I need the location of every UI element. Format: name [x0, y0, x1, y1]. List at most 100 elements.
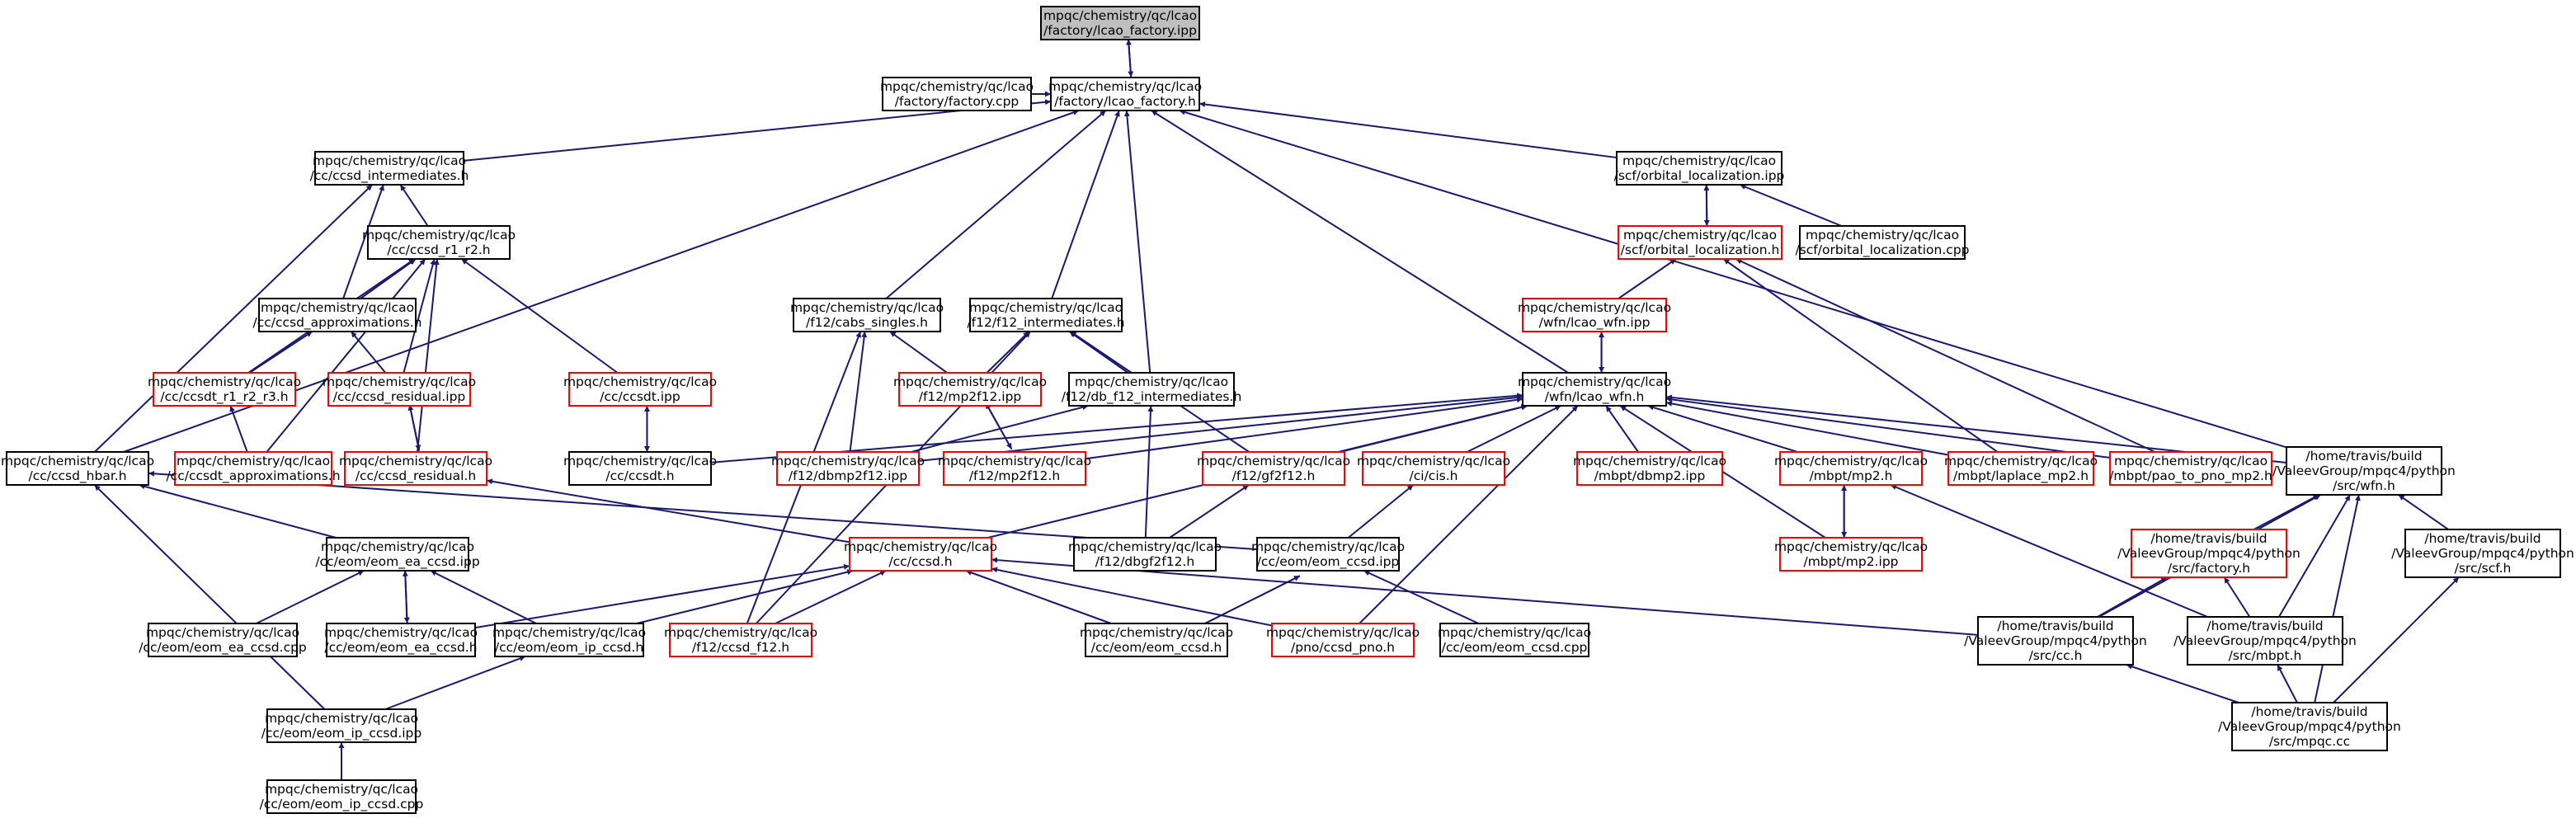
node-label-line: mpqc/chemistry/qc/lcao — [324, 625, 478, 640]
node-ccsd-pno-h[interactable]: mpqc/chemistry/qc/lcao/pno/ccsd_pno.h — [1266, 623, 1420, 657]
node-ccsdt-approximations-h[interactable]: mpqc/chemistry/qc/lcao/cc/ccsdt_approxim… — [166, 451, 341, 486]
node-label-line: mpqc/chemistry/qc/lcao — [880, 79, 1034, 94]
node-label-line: mpqc/chemistry/qc/lcao — [1, 454, 154, 468]
node-label-line: mpqc/chemistry/qc/lcao — [1623, 228, 1777, 242]
node-box — [1085, 623, 1228, 657]
edge-mp2_h-to-lcao_wfn_h — [1647, 404, 1798, 453]
node-label-line: mpqc/chemistry/qc/lcao — [265, 782, 418, 797]
node-eom-ea-ccsd-ipp[interactable]: mpqc/chemistry/qc/lcao/cc/eom/eom_ea_ccs… — [315, 537, 480, 572]
node-label-line: mpqc/chemistry/qc/lcao — [148, 374, 301, 389]
node-label-line: mpqc/chemistry/qc/lcao — [1266, 625, 1420, 640]
node-box — [1977, 616, 2134, 666]
node-label-line: /cc/ccsdt_r1_r2_r3.h — [160, 389, 288, 405]
node-py-wfn-h[interactable]: /home/travis/build/ValeevGroup/mpqc4/pyt… — [2272, 446, 2456, 496]
node-box — [2404, 529, 2561, 578]
node-dbmp2-ipp[interactable]: mpqc/chemistry/qc/lcao/mbpt/dbmp2.ipp — [1573, 451, 1726, 486]
node-label-line: mpqc/chemistry/qc/lcao — [321, 539, 474, 554]
node-mp2f12-ipp[interactable]: mpqc/chemistry/qc/lcao/f12/mp2f12.ipp — [893, 372, 1047, 407]
node-eom-ip-ccsd-cpp[interactable]: mpqc/chemistry/qc/lcao/cc/eom/eom_ip_ccs… — [260, 779, 424, 814]
node-eom-ip-ccsd-ipp[interactable]: mpqc/chemistry/qc/lcao/cc/eom/eom_ip_ccs… — [261, 708, 421, 743]
edge-ccsd_intermediates_h-to-lcao_factory_h — [463, 99, 1052, 162]
node-eom-ea-ccsd-cpp[interactable]: mpqc/chemistry/qc/lcao/cc/eom/eom_ea_ccs… — [139, 623, 307, 657]
node-py-factory-h[interactable]: /home/travis/build/ValeevGroup/mpqc4/pyt… — [2117, 529, 2301, 578]
node-py-scf-h[interactable]: /home/travis/build/ValeevGroup/mpqc4/pyt… — [2391, 529, 2574, 578]
node-ccsd-approximations-h[interactable]: mpqc/chemistry/qc/lcao/cc/ccsd_approxima… — [252, 298, 422, 332]
node-ccsdt-r1-r2-r3-h[interactable]: mpqc/chemistry/qc/lcao/cc/ccsdt_r1_r2_r3… — [148, 372, 301, 407]
node-eom-ip-ccsd-h[interactable]: mpqc/chemistry/qc/lcao/cc/eom/eom_ip_ccs… — [492, 623, 646, 657]
node-label-line: /ValeevGroup/mpqc4/python — [2117, 546, 2301, 561]
node-dbgf2f12-h[interactable]: mpqc/chemistry/qc/lcao/f12/dbgf2f12.h — [1068, 537, 1222, 572]
node-ccsd-intermediates-h[interactable]: mpqc/chemistry/qc/lcao/cc/ccsd_intermedi… — [310, 151, 469, 186]
node-dbmp2f12-ipp[interactable]: mpqc/chemistry/qc/lcao/f12/dbmp2f12.ipp — [771, 451, 925, 486]
node-orbital-localization-h[interactable]: mpqc/chemistry/qc/lcao/scf/orbital_local… — [1618, 225, 1782, 260]
node-ccsd-residual-ipp[interactable]: mpqc/chemistry/qc/lcao/cc/ccsd_residual.… — [323, 372, 476, 407]
node-f12-intermediates-h[interactable]: mpqc/chemistry/qc/lcao/f12/f12_intermedi… — [967, 298, 1125, 332]
edge-ccsd_residual_ipp-to-ccsd_r1_r2_h — [403, 258, 436, 374]
node-cis-h[interactable]: mpqc/chemistry/qc/lcao/ci/cis.h — [1357, 451, 1510, 486]
edge-py_mpqc_cc-to-py_wfn_h — [2314, 494, 2361, 703]
edge-mp2f12_h-to-lcao_wfn_h — [1085, 397, 1523, 460]
node-eom-ccsd-cpp[interactable]: mpqc/chemistry/qc/lcao/cc/eom/eom_ccsd.c… — [1438, 623, 1591, 657]
edge-eom_ip_ccsd_ipp-to-eom_ip_ccsd_h — [384, 656, 526, 710]
node-laplace-mp2-h[interactable]: mpqc/chemistry/qc/lcao/mbpt/laplace_mp2.… — [1944, 451, 2098, 486]
node-ccsd-r1-r2-h[interactable]: mpqc/chemistry/qc/lcao/cc/ccsd_r1_r2.h — [362, 225, 516, 260]
edge-mp2f12_ipp-to-cabs_singles_h — [889, 331, 948, 374]
edge-eom_ea_ccsd_cpp-to-eom_ea_ccsd_ipp — [256, 570, 365, 624]
edge-py_cc_h-to-ccsd_h — [991, 557, 1979, 636]
node-mp2-ipp[interactable]: mpqc/chemistry/qc/lcao/mbpt/mp2.ipp — [1774, 537, 1928, 572]
node-ccsd-h[interactable]: mpqc/chemistry/qc/lcao/cc/ccsd.h — [844, 537, 997, 572]
node-label-line: mpqc/chemistry/qc/lcao — [1944, 454, 2098, 468]
node-box — [2231, 702, 2388, 751]
node-label-line: /cc/eom/eom_ccsd.h — [1091, 640, 1222, 656]
node-label-line: /cc/ccsd_hbar.h — [28, 468, 126, 484]
node-label-line: /f12/mp2f12.h — [969, 468, 1060, 483]
node-py-mbpt-h[interactable]: /home/travis/build/ValeevGroup/mpqc4/pyt… — [2173, 616, 2357, 666]
node-eom-ccsd-h[interactable]: mpqc/chemistry/qc/lcao/cc/eom/eom_ccsd.h — [1080, 623, 1233, 657]
node-orbital-localization-cpp[interactable]: mpqc/chemistry/qc/lcao/scf/orbital_local… — [1795, 225, 1970, 260]
edge-laplace_mp2_h-to-orbital_localization_h — [1722, 258, 1999, 453]
node-box — [1439, 623, 1589, 657]
node-label-line: /home/travis/build — [1997, 619, 2113, 633]
edge-ccsd_r1_r2_h-to-ccsd_intermediates_h — [399, 184, 429, 227]
node-label-line: mpqc/chemistry/qc/lcao — [2114, 454, 2268, 468]
node-lcao-wfn-ipp[interactable]: mpqc/chemistry/qc/lcao/wfn/lcao_wfn.ipp — [1518, 298, 1671, 332]
node-box — [849, 537, 992, 572]
node-label-line: /src/wfn.h — [2333, 478, 2395, 493]
node-lcao-factory-h[interactable]: mpqc/chemistry/qc/lcao/factory/lcao_fact… — [1048, 77, 1202, 111]
node-label-line: /cc/ccsd_approximations.h — [252, 315, 421, 331]
edge-ccsdt_approximations_h-to-ccsdt_r1_r2_r3_h — [229, 405, 248, 453]
edge-ccsdt_r1_r2_r3_h-to-ccsd_approximations_h — [248, 331, 313, 374]
node-gf2f12-h[interactable]: mpqc/chemistry/qc/lcao/f12/gf2f12.h — [1197, 451, 1350, 486]
node-factory-cpp[interactable]: mpqc/chemistry/qc/lcao/factory/factory.c… — [880, 77, 1034, 111]
node-py-mpqc-cc[interactable]: /home/travis/build/ValeevGroup/mpqc4/pyt… — [2218, 702, 2401, 751]
node-mp2f12-h[interactable]: mpqc/chemistry/qc/lcao/f12/mp2f12.h — [938, 451, 1091, 486]
edge-ccsd_residual_ipp-to-ccsd_approximations_h — [350, 331, 387, 374]
node-label-line: /mbpt/pao_to_pno_mp2.h — [2109, 468, 2272, 484]
edge-cabs_singles_h-to-lcao_factory_h — [885, 110, 1107, 299]
node-eom-ea-ccsd-h[interactable]: mpqc/chemistry/qc/lcao/cc/eom/eom_ea_ccs… — [324, 623, 478, 657]
node-ccsd-f12-h[interactable]: mpqc/chemistry/qc/lcao/f12/ccsd_f12.h — [664, 623, 817, 657]
node-ccsd-residual-h[interactable]: mpqc/chemistry/qc/lcao/cc/ccsd_residual.… — [339, 451, 492, 486]
node-label-line: /home/travis/build — [2206, 619, 2323, 633]
node-lcao-wfn-h[interactable]: mpqc/chemistry/qc/lcao/wfn/lcao_wfn.h — [1518, 372, 1671, 407]
edge-lcao_factory_ipp-to-lcao_factory_h — [1128, 39, 1134, 78]
node-cabs-singles-h[interactable]: mpqc/chemistry/qc/lcao/f12/cabs_singles.… — [790, 298, 944, 332]
node-ccsdt-ipp[interactable]: mpqc/chemistry/qc/lcao/cc/ccsdt.ipp — [563, 372, 717, 407]
node-ccsdt-h[interactable]: mpqc/chemistry/qc/lcao/cc/ccsdt.h — [563, 451, 717, 486]
node-box — [1616, 151, 1782, 186]
edge-eom_ccsd_ipp-to-cis_h — [1347, 484, 1415, 539]
node-eom-ccsd-ipp[interactable]: mpqc/chemistry/qc/lcao/cc/eom/eom_ccsd.i… — [1251, 537, 1405, 572]
node-label-line: mpqc/chemistry/qc/lcao — [1622, 153, 1776, 168]
node-ccsd-hbar-h[interactable]: mpqc/chemistry/qc/lcao/cc/ccsd_hbar.h — [1, 451, 154, 486]
edge-ccsd_hbar_h-to-ccsd_intermediates_h — [94, 184, 373, 453]
edge-pao_to_pno_mp2_h-to-orbital_localization_h — [1735, 258, 2155, 453]
node-box — [1073, 537, 1217, 572]
node-pao-to-pno-mp2-h[interactable]: mpqc/chemistry/qc/lcao/mbpt/pao_to_pno_m… — [2109, 451, 2272, 486]
node-label-line: mpqc/chemistry/qc/lcao — [1774, 454, 1928, 468]
node-box — [568, 372, 712, 407]
node-py-cc-h[interactable]: /home/travis/build/ValeevGroup/mpqc4/pyt… — [1964, 616, 2147, 666]
node-mp2-h[interactable]: mpqc/chemistry/qc/lcao/mbpt/mp2.h — [1774, 451, 1928, 486]
node-db-f12-intermediates-h[interactable]: mpqc/chemistry/qc/lcao/f12/db_f12_interm… — [1062, 372, 1242, 407]
node-orbital-localization-ipp[interactable]: mpqc/chemistry/qc/lcao/scf/orbital_local… — [1614, 151, 1785, 186]
